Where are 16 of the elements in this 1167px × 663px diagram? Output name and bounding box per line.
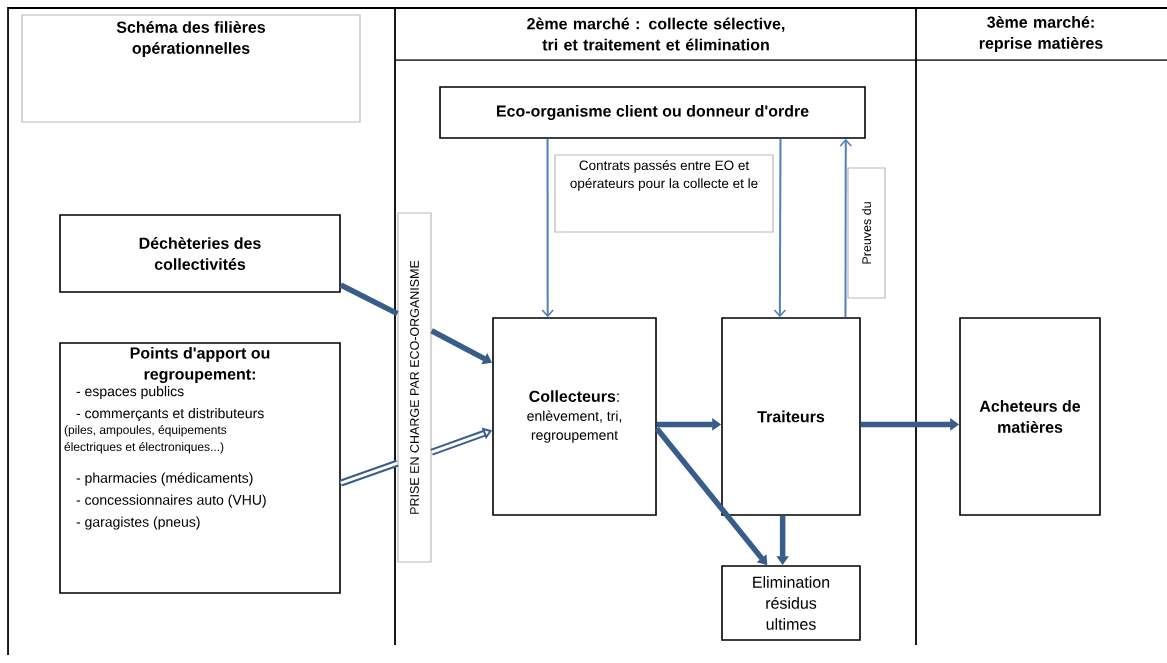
arrow (541, 137, 554, 318)
arrow (773, 137, 787, 318)
process-box: Acheteurs de matières (959, 317, 1101, 516)
source-box: Points d'apport ou regroupement: - espaces publics - commerçants et distributeurs (piles, ampoules, équipements électriques et électroniques...) - pharmacies (médicaments) - concessionnaires auto (VHU) - garagistes (pneus) (59, 342, 341, 594)
column-header: 3ème marché: reprise matières (979, 15, 1103, 53)
arrow (839, 138, 853, 319)
process-box: Elimination résidus ultimes (721, 565, 861, 641)
note-box: Contrats passés entre EO et opérateurs pour la collecte et le (554, 154, 774, 233)
title-box: Schéma des filières opérationnelles (21, 14, 361, 123)
process-box: Traiteurs (721, 317, 861, 516)
process-box: Eco-organisme client ou donneur d'ordre (439, 86, 866, 139)
note-box: Preuves du (847, 167, 886, 299)
process-box: Collecteurs: enlèvement, tri, regroupement (492, 317, 657, 516)
source-box: Déchèteries des collectivités (59, 214, 341, 293)
band-label: PRISE EN CHARGE PAR ECO-ORGANISME (397, 212, 432, 563)
column-header: 2ème marché : collecte sélective, tri et traitement et élimination (527, 17, 785, 51)
